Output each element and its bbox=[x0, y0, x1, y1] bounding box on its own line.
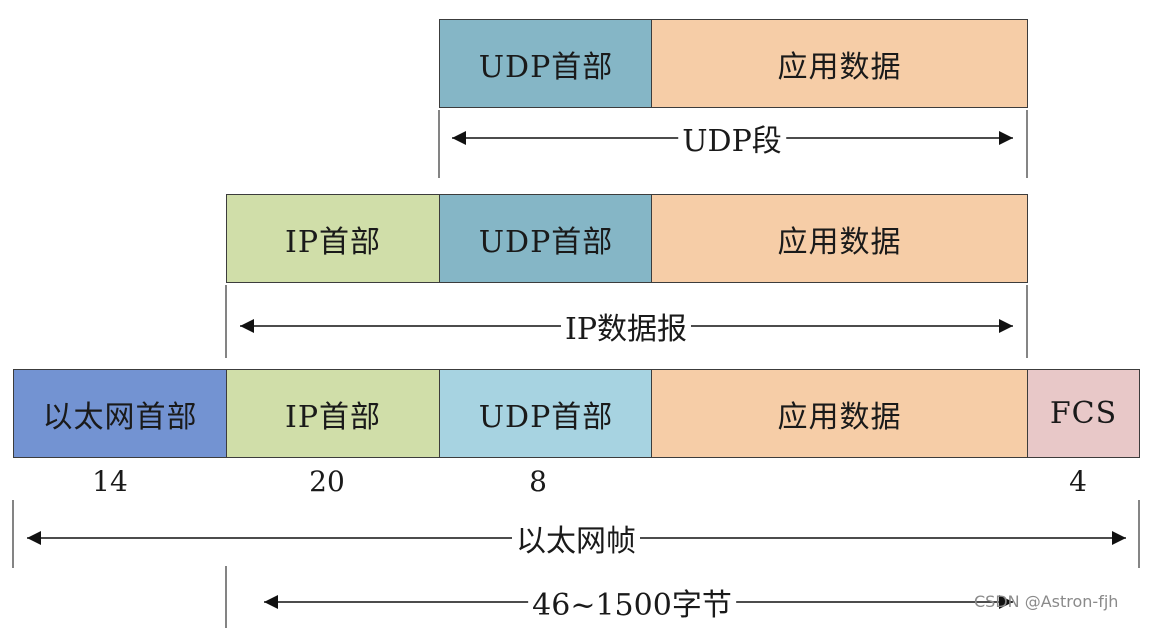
ip-header-label: IP首部 bbox=[284, 224, 382, 260]
udp-segment-label: UDP段 bbox=[678, 116, 786, 160]
ip-datagram-label: IP数据报 bbox=[560, 304, 692, 348]
fcs-label: FCS bbox=[1049, 396, 1118, 431]
app-data-box: 应用数据 bbox=[651, 194, 1028, 283]
udp-header-label: UDP首部 bbox=[478, 399, 614, 435]
app-data-label: 应用数据 bbox=[777, 224, 902, 260]
udp-header-label: UDP首部 bbox=[478, 224, 614, 260]
fcs-size: 4 bbox=[1069, 465, 1087, 498]
udp-header-size: 8 bbox=[529, 465, 547, 498]
ip-header-box: IP首部 bbox=[226, 369, 440, 458]
ip-header-size: 20 bbox=[309, 465, 345, 498]
udp-header-box: UDP首部 bbox=[439, 194, 653, 283]
udp-header-box: UDP首部 bbox=[439, 19, 653, 108]
app-data-box: 应用数据 bbox=[651, 19, 1028, 108]
watermark: CSDN @Astron-fjh bbox=[974, 592, 1119, 611]
app-data-label: 应用数据 bbox=[777, 49, 902, 85]
ip-header-box: IP首部 bbox=[226, 194, 440, 283]
eth-header-box: 以太网首部 bbox=[13, 369, 227, 458]
eth-header-size: 14 bbox=[92, 465, 128, 498]
fcs-box: FCS bbox=[1027, 369, 1140, 458]
app-data-box: 应用数据 bbox=[651, 369, 1028, 458]
udp-header-box: UDP首部 bbox=[439, 369, 653, 458]
ip-header-label: IP首部 bbox=[284, 399, 382, 435]
payload-span-label: 46~1500字节 bbox=[528, 580, 736, 624]
app-data-label: 应用数据 bbox=[777, 399, 902, 435]
udp-header-label: UDP首部 bbox=[478, 49, 614, 85]
eth-frame-label: 以太网帧 bbox=[512, 516, 640, 560]
eth-header-label: 以太网首部 bbox=[42, 399, 198, 435]
